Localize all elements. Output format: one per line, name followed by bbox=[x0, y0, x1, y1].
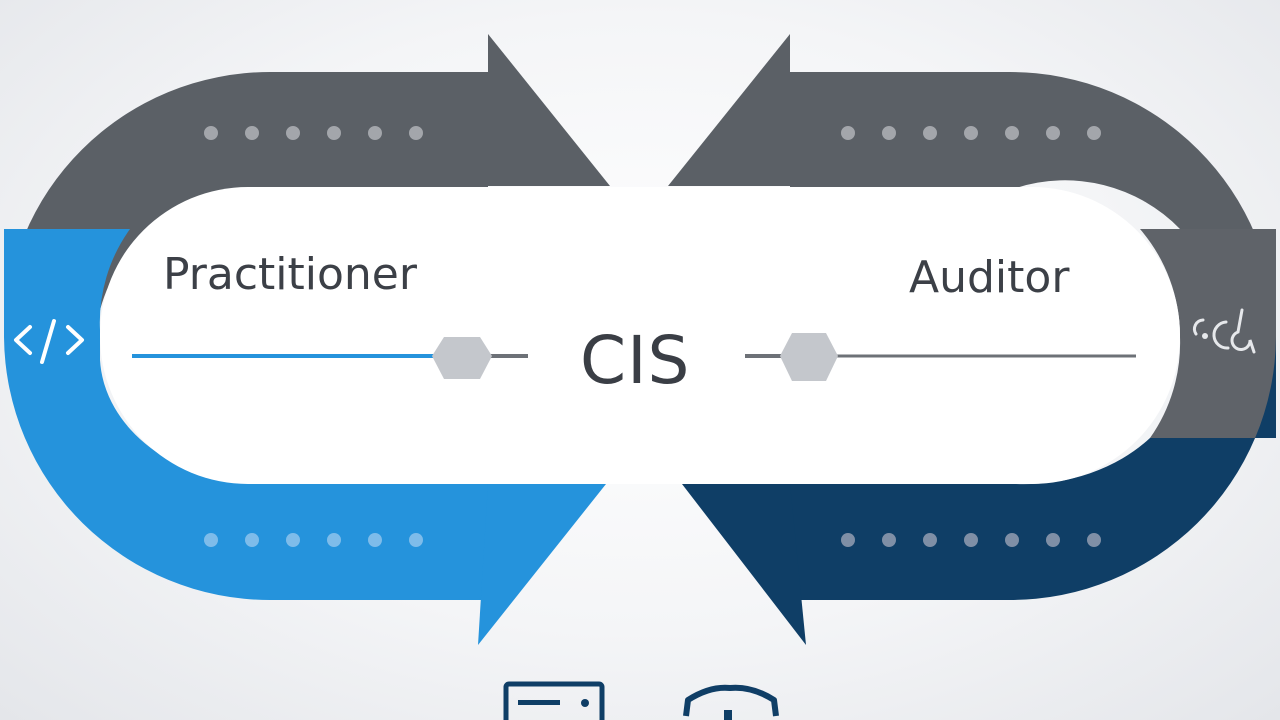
dot bbox=[368, 126, 382, 140]
right-navy-band bbox=[790, 337, 1276, 600]
left-upper-arc-band bbox=[4, 72, 488, 337]
server-icon bbox=[503, 681, 605, 720]
right-ring-group bbox=[668, 34, 1276, 645]
dot bbox=[245, 126, 259, 140]
dot bbox=[1005, 533, 1019, 547]
cis-center-label: CIS bbox=[580, 322, 691, 399]
dot bbox=[841, 126, 855, 140]
right-upper-arc-band bbox=[790, 72, 1276, 337]
dot bbox=[1087, 533, 1101, 547]
dot bbox=[204, 126, 218, 140]
inner-capsule bbox=[100, 187, 1180, 484]
code-icon bbox=[14, 319, 84, 364]
dot bbox=[409, 533, 423, 547]
shield-icon bbox=[683, 684, 779, 720]
auditor-label: Auditor bbox=[909, 252, 1070, 303]
left-blue-band bbox=[4, 229, 488, 600]
bottom-right-dot-row bbox=[841, 533, 1101, 547]
top-left-arrowhead bbox=[488, 34, 610, 186]
bottom-left-dot-row bbox=[204, 533, 423, 547]
dot bbox=[327, 533, 341, 547]
dot bbox=[1005, 126, 1019, 140]
dot bbox=[841, 533, 855, 547]
top-right-dot-row bbox=[841, 126, 1101, 140]
dot bbox=[368, 533, 382, 547]
dot bbox=[286, 126, 300, 140]
dot bbox=[327, 126, 341, 140]
dot bbox=[286, 533, 300, 547]
dot bbox=[1046, 126, 1060, 140]
right-middle-gray-band bbox=[1140, 229, 1276, 438]
practitioner-label: Practitioner bbox=[163, 249, 417, 300]
top-left-dot-row bbox=[204, 126, 423, 140]
dot bbox=[245, 533, 259, 547]
dot bbox=[964, 126, 978, 140]
dot bbox=[882, 126, 896, 140]
practitioner-slider[interactable] bbox=[132, 337, 528, 379]
bottom-right-arrowhead bbox=[682, 484, 806, 645]
dot bbox=[923, 126, 937, 140]
bottom-left-arrowhead bbox=[478, 484, 606, 645]
auditor-slider-knob[interactable] bbox=[780, 333, 838, 381]
dot bbox=[1087, 126, 1101, 140]
top-right-arrowhead bbox=[668, 34, 790, 186]
dot bbox=[204, 533, 218, 547]
left-ring-group bbox=[4, 34, 610, 645]
dot bbox=[964, 533, 978, 547]
auditor-slider[interactable] bbox=[745, 333, 1136, 381]
dot bbox=[882, 533, 896, 547]
link-icon bbox=[1192, 308, 1256, 354]
dot bbox=[923, 533, 937, 547]
dot bbox=[1046, 533, 1060, 547]
dot bbox=[409, 126, 423, 140]
practitioner-slider-knob[interactable] bbox=[432, 337, 492, 379]
